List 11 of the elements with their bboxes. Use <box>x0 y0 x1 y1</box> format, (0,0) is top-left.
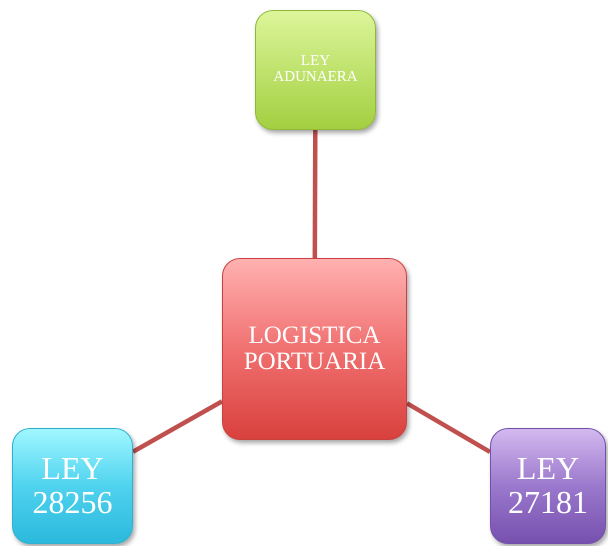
central-box <box>222 258 407 440</box>
topic-box <box>12 428 133 544</box>
node-label: LEY 28256 <box>32 452 114 520</box>
node-label: LEY 27181 <box>507 452 589 520</box>
node-label: LEY ADUNAERA <box>272 54 359 86</box>
connector-line <box>312 130 318 258</box>
connector-line <box>406 401 492 454</box>
connector-line <box>132 399 224 454</box>
topic-box <box>255 10 376 130</box>
node-label: LOGISTICA PORTUARIA <box>242 322 386 376</box>
topic-box <box>490 428 606 544</box>
